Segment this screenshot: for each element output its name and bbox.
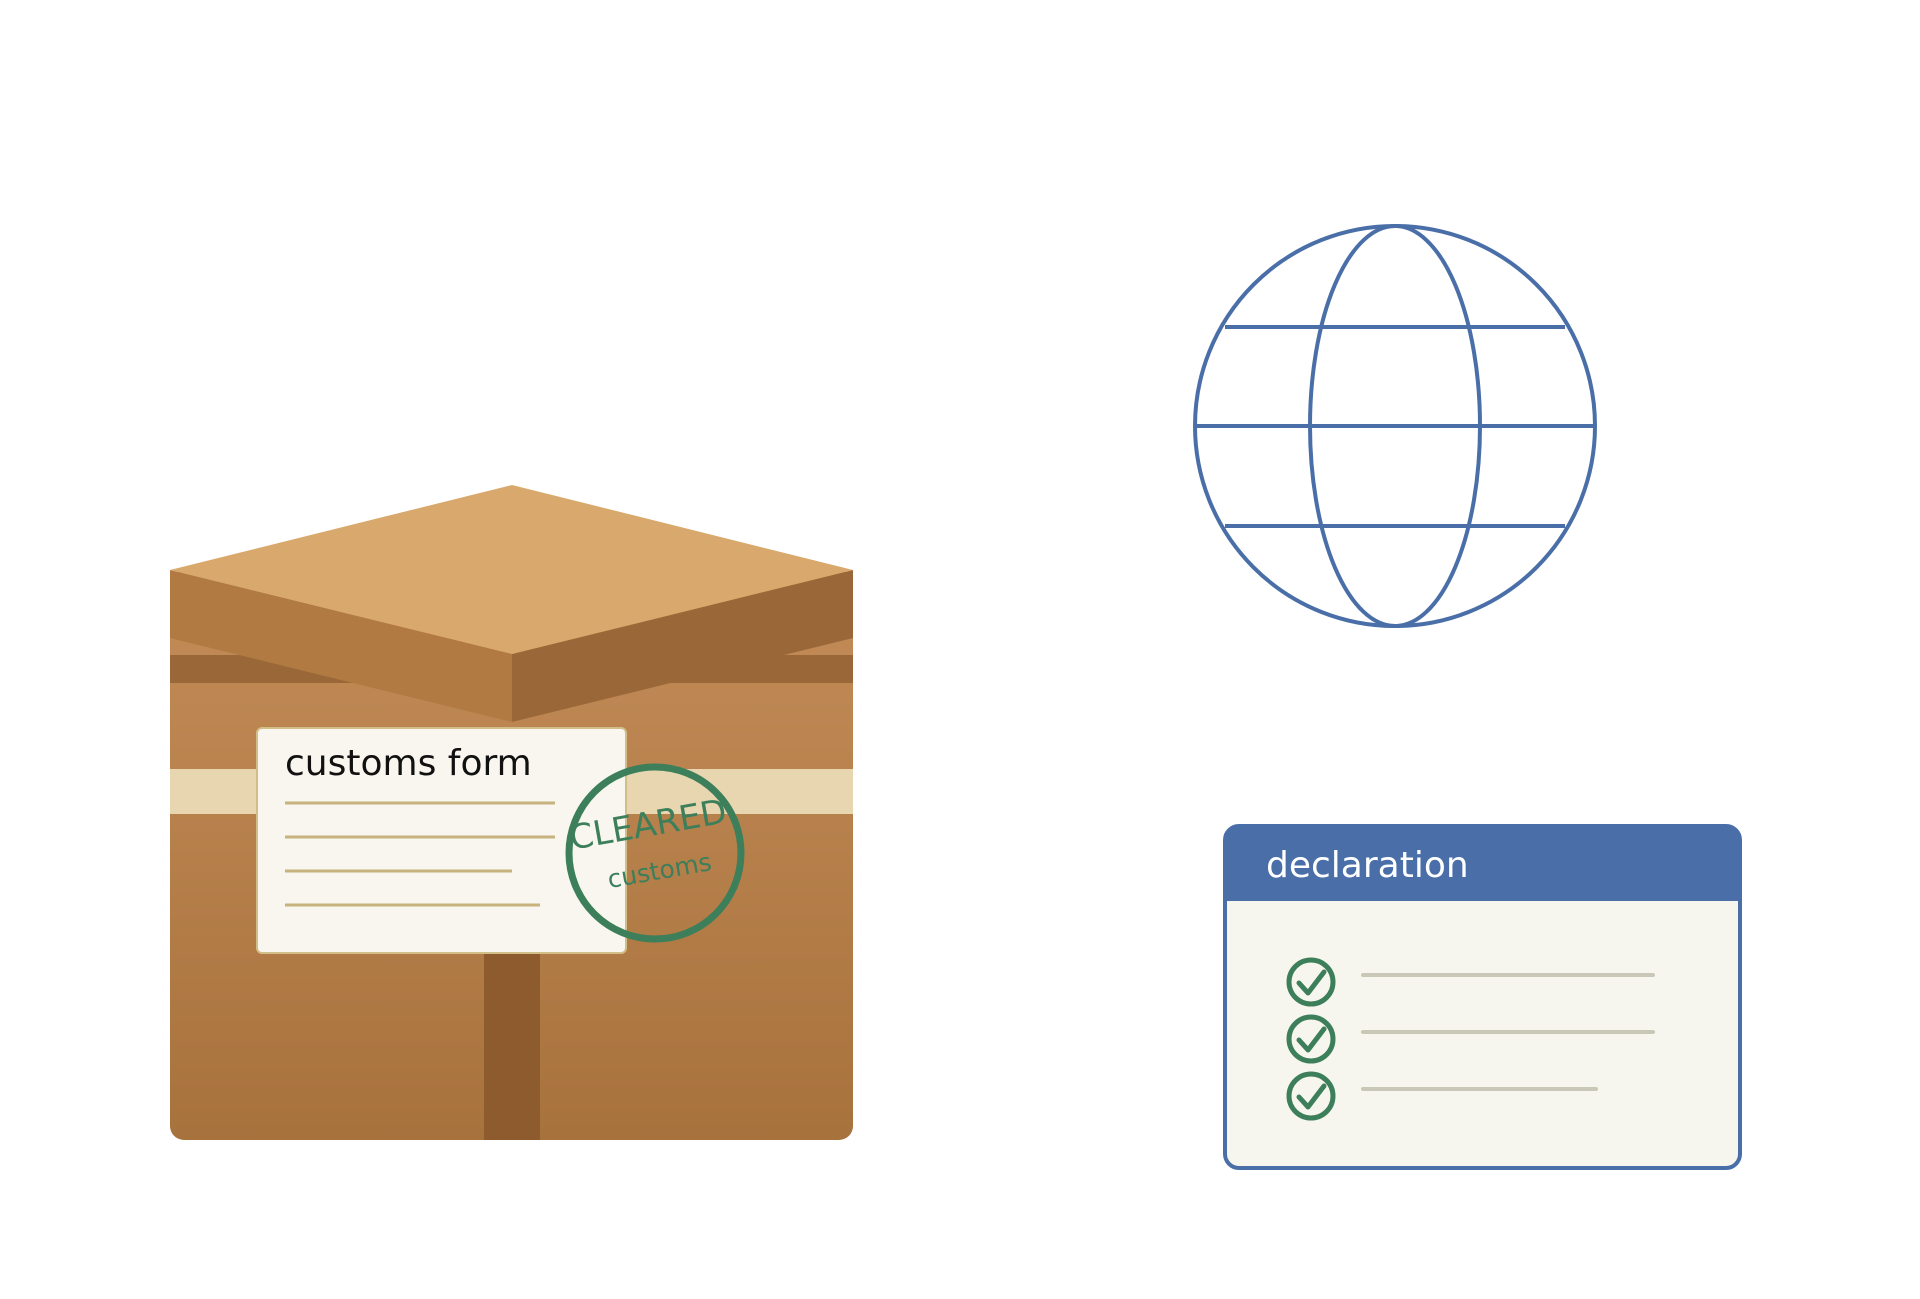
package-icon	[170, 485, 853, 1140]
form-paper	[256, 727, 627, 954]
box-vertical-tape	[484, 940, 540, 1140]
stamp-ring	[565, 763, 745, 943]
box-lid-left	[170, 570, 512, 722]
check-circle-icon	[1286, 1071, 1336, 1121]
check-circle-icon	[1286, 1014, 1336, 1064]
customs-form-label: customs form	[256, 727, 627, 954]
form-title: customs form	[285, 743, 532, 784]
declaration-header	[1225, 826, 1740, 901]
box-lid-top	[170, 485, 853, 654]
check-circle-icon	[1286, 957, 1336, 1007]
box-lid-right	[512, 570, 853, 722]
globe-icon	[1193, 224, 1597, 628]
declaration-icon: declaration	[1223, 824, 1742, 1170]
declaration-title: declaration	[1266, 845, 1469, 886]
